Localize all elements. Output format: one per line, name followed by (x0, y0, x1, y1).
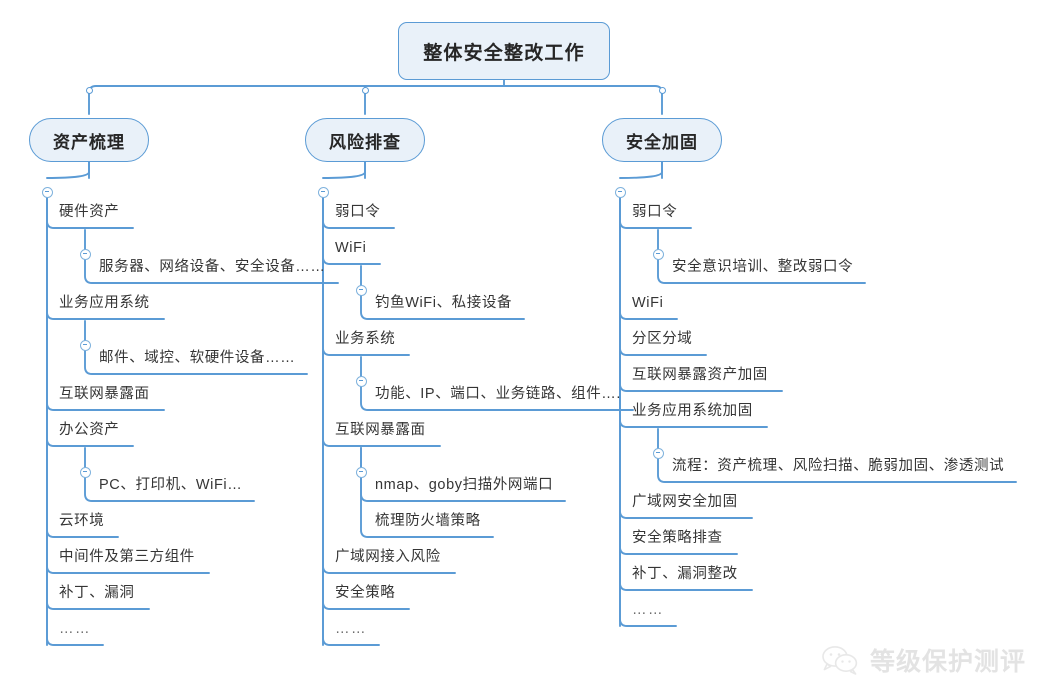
topic-b3-i1[interactable]: 弱口令 (632, 205, 677, 220)
subtopic-b3-i5-c1-label: 流程：资产梳理、风险扫描、脆弱加固、渗透测试 (672, 458, 1005, 474)
topic-b3-i3-label: 分区分域 (632, 331, 693, 347)
collapse-toggle-branch-3[interactable] (614, 186, 626, 198)
collapse-toggle-b1-i1[interactable] (79, 248, 91, 260)
topic-b1-i8[interactable]: …… (59, 622, 91, 637)
topic-b2-i3[interactable]: 业务系统 (335, 332, 395, 347)
subtopic-b2-i4-c1[interactable]: nmap、goby扫描外网端口 (375, 478, 553, 493)
branch-node-3-label: 安全加固 (626, 132, 698, 152)
topic-b3-i2-label: WiFi (632, 295, 664, 311)
subtopic-b2-i3-c1[interactable]: 功能、IP、端口、业务链路、组件…. (375, 387, 621, 402)
topic-b3-i1-label: 弱口令 (632, 204, 678, 220)
watermark: 等级保护测评 (821, 642, 1026, 678)
topic-b1-i5[interactable]: 云环境 (59, 514, 104, 529)
topic-b1-i3-label: 互联网暴露面 (59, 386, 150, 402)
topic-b2-i7[interactable]: …… (335, 622, 367, 637)
wechat-bubbles-icon (822, 646, 858, 675)
subtopic-b1-i4-c1-label: PC、打印机、WiFi… (99, 477, 243, 493)
topic-b3-i4[interactable]: 互联网暴露资产加固 (632, 368, 768, 383)
collapse-toggle-b2-i2[interactable] (355, 284, 367, 296)
branch-junction-1 (85, 86, 93, 94)
subtopic-b1-i1-c1[interactable]: 服务器、网络设备、安全设备…… (99, 260, 326, 275)
branch-node-2[interactable]: 风险排查 (305, 118, 425, 162)
subtopic-b1-i4-c1[interactable]: PC、打印机、WiFi… (99, 478, 242, 493)
topic-b2-i1[interactable]: 弱口令 (335, 205, 380, 220)
topic-b3-i6[interactable]: 广域网安全加固 (632, 495, 738, 510)
topic-b1-i2[interactable]: 业务应用系统 (59, 296, 150, 311)
topic-b3-i9-label: …… (632, 602, 664, 618)
collapse-toggle-b1-i4[interactable] (79, 466, 91, 478)
topic-b2-i6-label: 安全策略 (335, 585, 396, 601)
subtopic-b1-i1-c1-label: 服务器、网络设备、安全设备…… (99, 259, 326, 275)
topic-b1-i6-label: 中间件及第三方组件 (59, 549, 195, 565)
topic-b1-i6[interactable]: 中间件及第三方组件 (59, 550, 195, 565)
subtopic-b1-i2-c1-label: 邮件、域控、软硬件设备…… (99, 350, 296, 366)
topic-b2-i5-label: 广域网接入风险 (335, 549, 441, 565)
topic-b2-i1-label: 弱口令 (335, 204, 381, 220)
topic-b3-i9[interactable]: …… (632, 603, 664, 618)
subtopic-b2-i4-c2[interactable]: 梳理防火墙策略 (375, 514, 481, 529)
subtopic-b2-i3-c1-label: 功能、IP、端口、业务链路、组件…. (375, 386, 622, 402)
topic-b1-i4[interactable]: 办公资产 (59, 423, 119, 438)
branch-node-2-label: 风险排查 (329, 132, 401, 152)
topic-b3-i2[interactable]: WiFi (632, 296, 663, 311)
topic-b1-i7-label: 补丁、漏洞 (59, 585, 135, 601)
subtopic-b1-i2-c1[interactable]: 邮件、域控、软硬件设备…… (99, 351, 295, 366)
topic-b2-i2-label: WiFi (335, 240, 367, 256)
collapse-toggle-branch-1[interactable] (41, 186, 53, 198)
topic-b1-i8-label: …… (59, 621, 91, 637)
topic-b1-i1[interactable]: 硬件资产 (59, 205, 119, 220)
branch-junction-3 (658, 86, 666, 94)
topic-b3-i4-label: 互联网暴露资产加固 (632, 367, 768, 383)
topic-b3-i6-label: 广域网安全加固 (632, 494, 738, 510)
topic-b3-i7[interactable]: 安全策略排查 (632, 531, 723, 546)
topic-b1-i7[interactable]: 补丁、漏洞 (59, 586, 135, 601)
topic-b1-i1-label: 硬件资产 (59, 204, 120, 220)
topic-b1-i4-label: 办公资产 (59, 422, 120, 438)
topic-b2-i2[interactable]: WiFi (335, 241, 366, 256)
subtopic-b3-i5-c1[interactable]: 流程：资产梳理、风险扫描、脆弱加固、渗透测试 (672, 459, 1004, 474)
subtopic-b3-i1-c1-label: 安全意识培训、整改弱口令 (672, 259, 854, 275)
topic-b1-i2-label: 业务应用系统 (59, 295, 150, 311)
watermark-text: 等级保护测评 (869, 648, 1026, 676)
topic-b2-i6[interactable]: 安全策略 (335, 586, 395, 601)
topic-b3-i8[interactable]: 补丁、漏洞整改 (632, 567, 738, 582)
branch-node-3[interactable]: 安全加固 (602, 118, 722, 162)
collapse-toggle-branch-2[interactable] (317, 186, 329, 198)
topic-b2-i4[interactable]: 互联网暴露面 (335, 423, 426, 438)
root-node[interactable]: 整体安全整改工作 (398, 22, 610, 80)
topic-b1-i3[interactable]: 互联网暴露面 (59, 387, 150, 402)
subtopic-b2-i4-c2-label: 梳理防火墙策略 (375, 513, 481, 529)
branch-junction-2 (361, 86, 369, 94)
subtopic-b2-i4-c1-label: nmap、goby扫描外网端口 (375, 477, 554, 493)
topic-b3-i8-label: 补丁、漏洞整改 (632, 566, 738, 582)
topic-b1-i5-label: 云环境 (59, 513, 105, 529)
topic-b2-i5[interactable]: 广域网接入风险 (335, 550, 441, 565)
topic-b3-i5-label: 业务应用系统加固 (632, 403, 753, 419)
topic-b2-i3-label: 业务系统 (335, 331, 396, 347)
collapse-toggle-b3-i5[interactable] (652, 447, 664, 459)
subtopic-b2-i2-c1-label: 钓鱼WiFi、私接设备 (375, 295, 513, 311)
topic-b3-i7-label: 安全策略排查 (632, 530, 723, 546)
branch-node-1-label: 资产梳理 (53, 132, 125, 152)
subtopic-b2-i2-c1[interactable]: 钓鱼WiFi、私接设备 (375, 296, 512, 311)
collapse-toggle-b2-i3[interactable] (355, 375, 367, 387)
collapse-toggle-b2-i4[interactable] (355, 466, 367, 478)
topic-b3-i5[interactable]: 业务应用系统加固 (632, 404, 753, 419)
collapse-toggle-b3-i1[interactable] (652, 248, 664, 260)
branch-node-1[interactable]: 资产梳理 (29, 118, 149, 162)
collapse-toggle-b1-i2[interactable] (79, 339, 91, 351)
subtopic-b3-i1-c1[interactable]: 安全意识培训、整改弱口令 (672, 260, 853, 275)
topic-b2-i4-label: 互联网暴露面 (335, 422, 426, 438)
topic-b2-i7-label: …… (335, 621, 367, 637)
root-node-label: 整体安全整改工作 (423, 42, 585, 64)
topic-b3-i3[interactable]: 分区分域 (632, 332, 692, 347)
